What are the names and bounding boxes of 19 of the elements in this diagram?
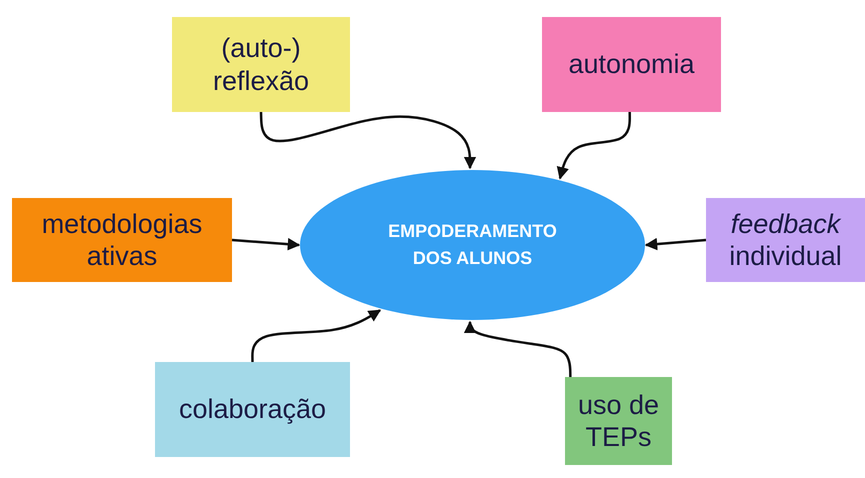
topic-label: autonomia <box>568 48 695 81</box>
topic-label: feedback individual <box>728 208 843 272</box>
topic-label: colaboração <box>178 393 326 426</box>
topic-label: metodologias ativas <box>40 208 204 272</box>
topic-box <box>155 362 350 457</box>
arrow <box>260 112 476 170</box>
topic-box <box>565 377 672 465</box>
arrow <box>251 309 382 362</box>
topic-label: (auto-) reflexão <box>212 32 310 97</box>
topic-box <box>12 198 232 282</box>
topic-box <box>172 17 350 112</box>
arrow <box>644 238 706 250</box>
arrow <box>232 238 300 250</box>
arrow <box>464 320 572 378</box>
topic-label: uso de TEPs <box>576 388 660 454</box>
arrow <box>556 112 631 180</box>
topic-label: EMPODERAMENTO DOS ALUNOS <box>387 220 558 270</box>
topic-box <box>542 17 721 112</box>
topic-box <box>706 198 865 282</box>
